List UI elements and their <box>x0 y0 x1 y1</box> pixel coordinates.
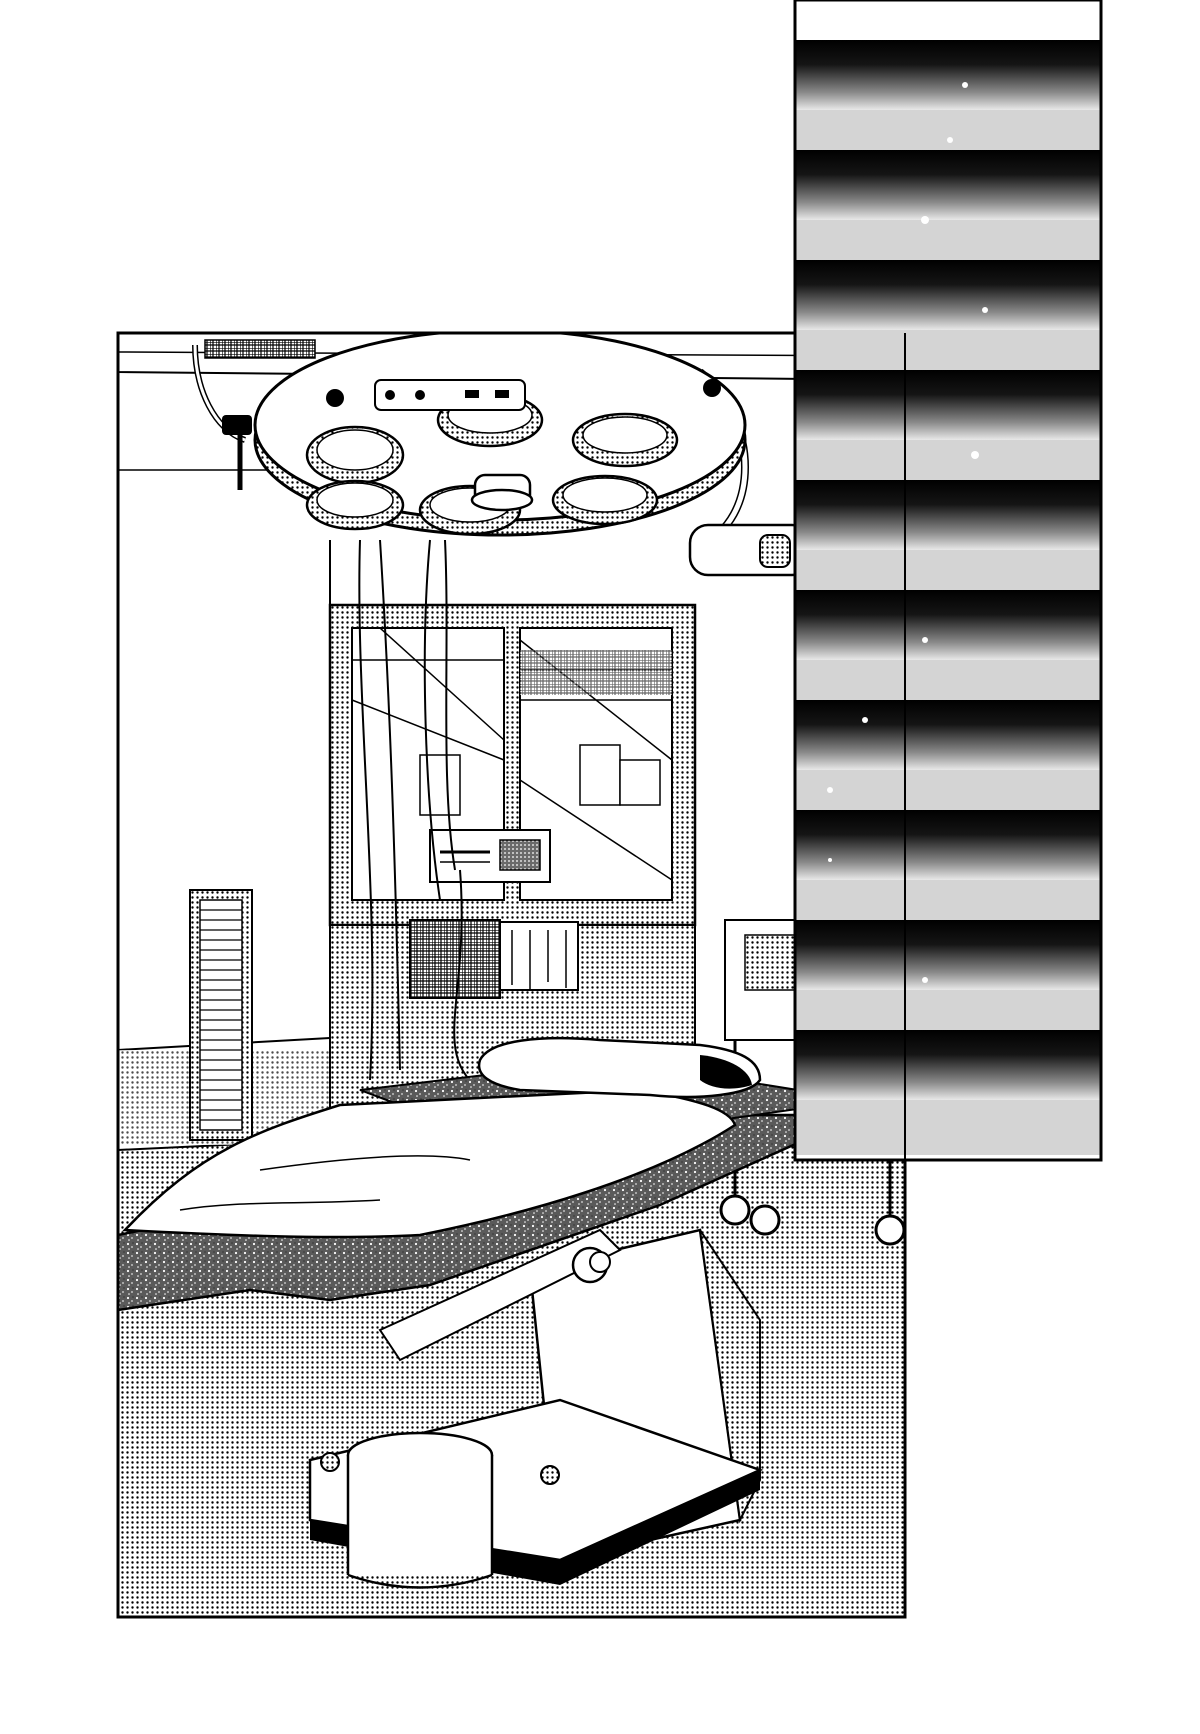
operating-room-panel <box>116 331 907 1619</box>
wall-vent <box>189 889 253 1141</box>
night-strip-panel <box>793 0 1103 1162</box>
pillow <box>477 1036 762 1099</box>
sparkles <box>827 82 988 983</box>
monitor-box <box>429 829 551 883</box>
night-bands <box>795 40 1101 1155</box>
operating-table <box>118 1036 861 1589</box>
strip-border <box>793 0 1103 1162</box>
sheet <box>122 1088 737 1239</box>
surgical-lamp <box>192 333 812 577</box>
